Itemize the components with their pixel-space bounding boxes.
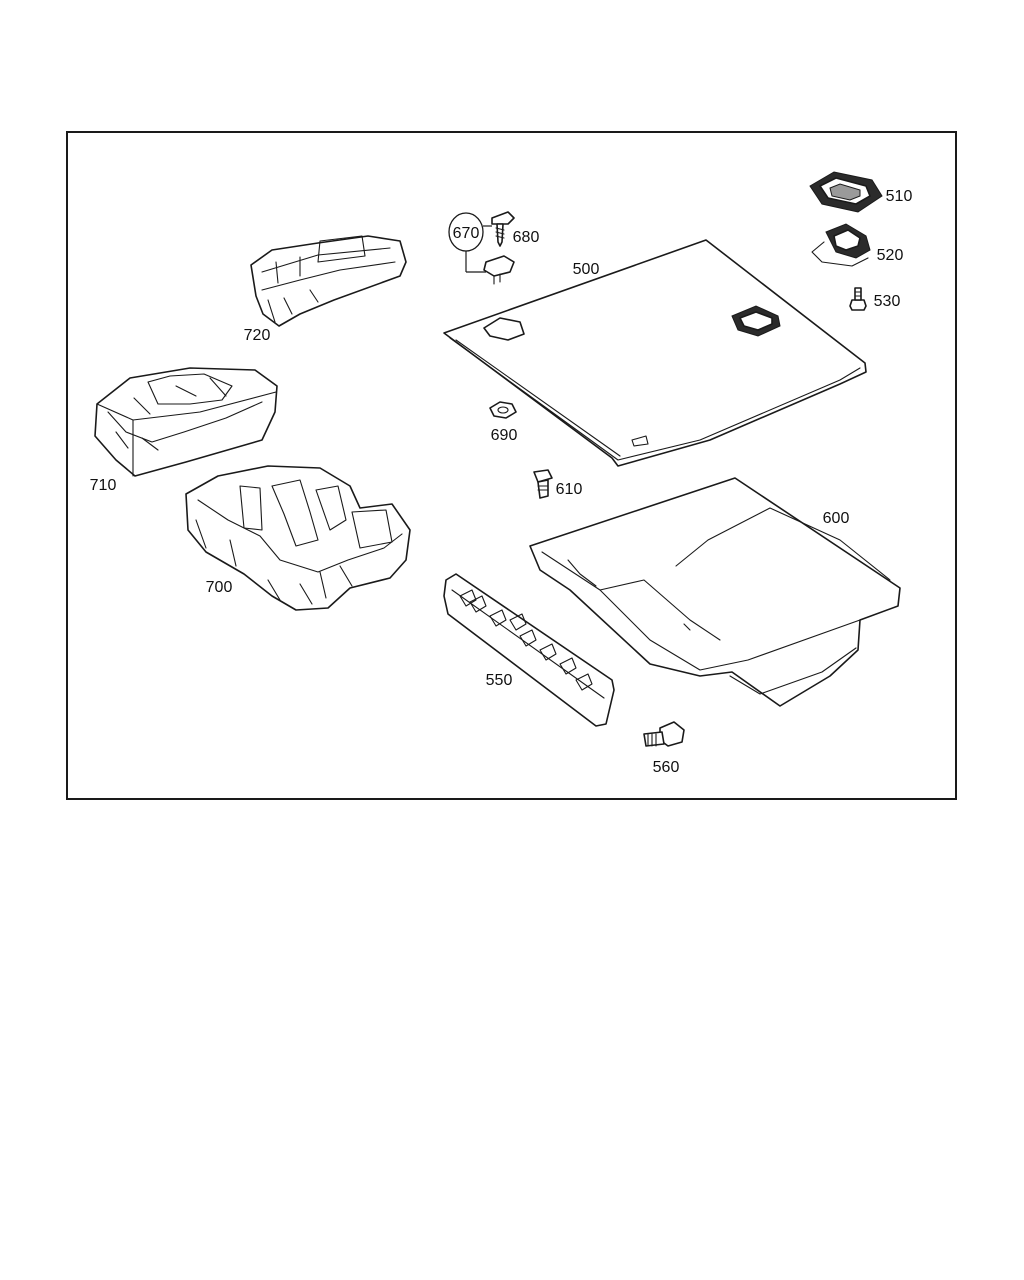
part-550-side-panel xyxy=(443,573,615,727)
label-600: 600 xyxy=(823,510,850,527)
part-720-foam-tray xyxy=(250,235,407,327)
label-530: 530 xyxy=(874,293,901,310)
label-610: 610 xyxy=(556,481,583,498)
label-500: 500 xyxy=(573,261,600,278)
label-690: 690 xyxy=(491,427,518,444)
callout-labels: 500 510 520 530 550 560 600 610 670 680 … xyxy=(90,188,913,776)
part-710-foam-tray xyxy=(94,367,278,477)
part-530-bolt xyxy=(849,287,867,311)
part-600-floor-tub xyxy=(529,477,901,707)
label-510: 510 xyxy=(886,188,913,205)
label-550: 550 xyxy=(486,672,513,689)
part-520-bracket xyxy=(811,223,871,267)
part-700-foam-tray xyxy=(185,465,411,611)
part-510-handle xyxy=(809,171,883,213)
label-680: 680 xyxy=(513,229,540,246)
label-670: 670 xyxy=(453,225,480,242)
label-710: 710 xyxy=(90,477,117,494)
part-560-screw xyxy=(643,721,685,747)
part-670-680-fasteners xyxy=(448,211,515,285)
part-690-nut xyxy=(489,401,517,419)
label-560: 560 xyxy=(653,759,680,776)
label-700: 700 xyxy=(206,579,233,596)
part-500-floor-panel xyxy=(443,239,867,467)
part-610-clip xyxy=(533,469,553,499)
label-720: 720 xyxy=(244,327,271,344)
label-520: 520 xyxy=(877,247,904,264)
